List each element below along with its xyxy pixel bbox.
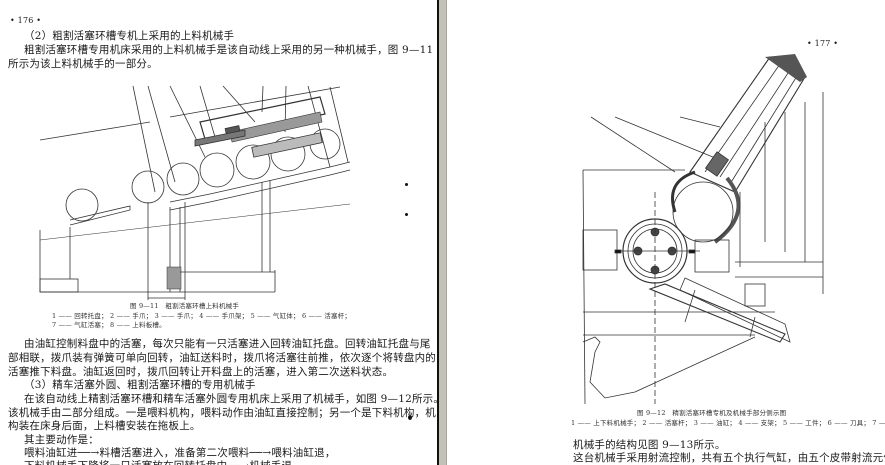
scan-speck xyxy=(405,213,408,216)
paragraph-line: 由油缸控制料盘中的活塞，每次只能有一只活塞进入回转油缸托盘。回转油缸托盘与尾 xyxy=(24,338,431,350)
paragraph-line: 构装在床身后面，上料槽安装在拖板上。 xyxy=(8,420,201,432)
page-number: • 177 • xyxy=(807,39,839,48)
left-page: • 176 • （2）粗割活塞环槽专机上采用的上料机械手 粗割活塞环槽专用机床采… xyxy=(0,0,438,465)
paragraph-line: 活塞推下料盘。油缸返回时，拨爪回转让开料盘上的活塞，进入第二次送料状态。 xyxy=(8,366,394,378)
figure-9-12-drawing xyxy=(582,54,824,404)
paragraph-line: 这台机械手采用射流控制，共有五个执行气缸，由五个皮带射流元件，再通过五个双向 xyxy=(573,452,885,464)
section-heading: （3）精车活塞外圆、粗割活塞环槽的专用机械手 xyxy=(24,379,256,391)
figure-legend: 1 —— 上下料机械手； 2 —— 活塞杆； 3 —— 油缸； 4 —— 支架；… xyxy=(571,419,885,427)
figure-caption: 图 9—11 粗割活塞环槽上料机械手 xyxy=(130,302,240,310)
page-number: • 176 • xyxy=(10,16,42,25)
paragraph-line: 机械手的结构见图 9—13所示。 xyxy=(573,439,726,451)
paragraph-line: 该机械手由二部分组成。一是喂料机构，喂料动作由油缸直接控制；另一个是下料机构，机 xyxy=(8,407,436,419)
section-heading: （2）粗割活塞环槽专机上采用的上料机械手 xyxy=(24,30,235,42)
paragraph-line: 其主要动作是： xyxy=(24,434,99,446)
paragraph-line: 下料机械手下降将一只活塞放在回转托盘中──→机械手退， xyxy=(24,460,303,465)
figure-legend: 7 —— 气缸活塞； 8 —— 上料板槽。 xyxy=(52,321,166,329)
figure-caption: 图 9—12 精割活塞环槽专机及机械手部分侧示图 xyxy=(637,409,787,417)
paragraph-line: 粗割活塞环槽专用机床采用的上料机械手是该自动线上采用的另一种机械手，图 9—11 xyxy=(24,44,434,56)
figure-legend: 1 —— 回转托盘； 2 —— 手爪； 3 —— 手爪； 4 —— 手爪架； 5… xyxy=(52,312,352,320)
paragraph-line: 喂料油缸进──→料槽活塞进入，准备第二次喂料──→喂料油缸退， xyxy=(24,447,336,459)
paragraph-line: 所示为该上料机械手的一部分。 xyxy=(8,58,158,70)
figure-9-11-drawing xyxy=(39,85,351,300)
paragraph-line: 部相联，拨爪装有弹簧可单向回转，油缸送料时，拨爪将活塞往前推，依次逐个将转盘内的 xyxy=(8,352,436,364)
scan-speck xyxy=(405,183,408,186)
right-page: • 177 • xyxy=(447,0,885,465)
paragraph-line: 在该自动线上精割活塞环槽和精车活塞外圆专用机床上采用了机械手，如图 9—12所示… xyxy=(24,393,438,405)
scan-speck xyxy=(408,415,412,420)
page-divider-bar[interactable] xyxy=(439,0,447,465)
page-divider-line xyxy=(437,0,439,465)
